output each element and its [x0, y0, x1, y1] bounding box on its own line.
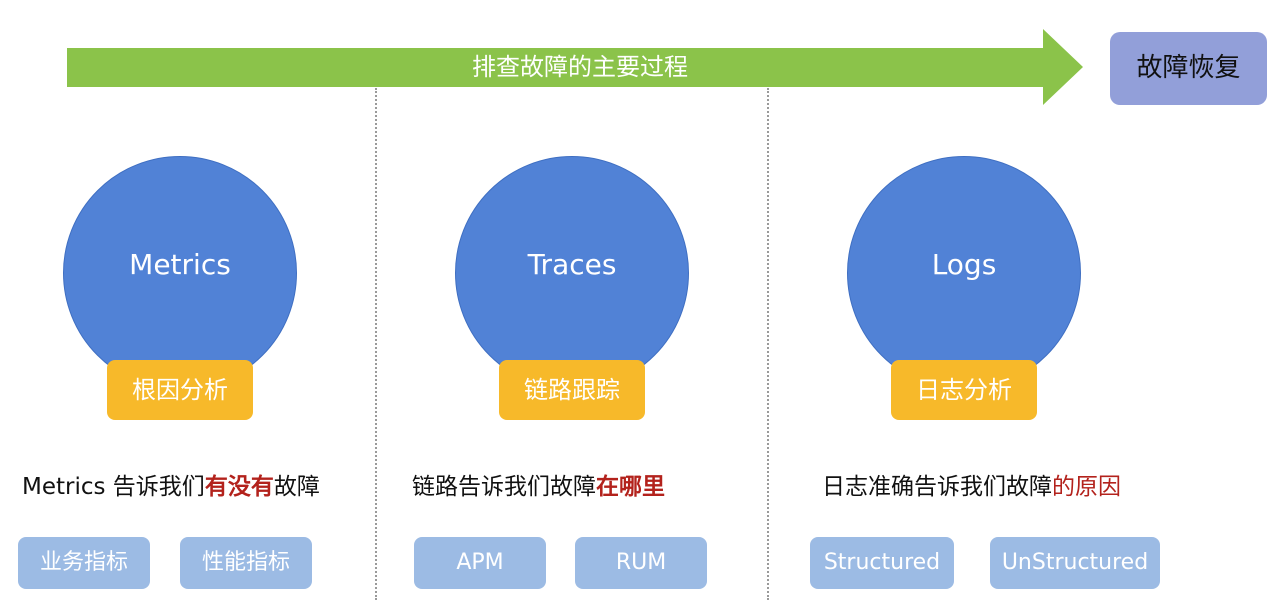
column-divider-1 — [375, 88, 377, 600]
metrics-caption-suffix: 故障 — [273, 474, 320, 500]
logs-circle-label: Logs — [931, 247, 997, 281]
traces-caption: 链路告诉我们故障在哪里 — [412, 470, 665, 504]
unstructured-pill: UnStructured — [990, 537, 1160, 589]
process-arrow-shape — [67, 29, 1083, 105]
logs-caption-emphasis: 的原因 — [1052, 474, 1121, 500]
fault-recovery-box: 故障恢复 — [1110, 32, 1267, 105]
trace-tracking-tag: 链路跟踪 — [499, 360, 645, 420]
logs-caption: 日志准确告诉我们故障的原因 — [822, 470, 1121, 504]
traces-circle: Traces — [455, 156, 689, 390]
traces-circle-label: Traces — [527, 247, 617, 281]
traces-caption-prefix: 链路告诉我们故障 — [412, 474, 596, 500]
log-analysis-tag: 日志分析 — [891, 360, 1037, 420]
metrics-circle-label: Metrics — [129, 247, 231, 281]
metrics-caption-prefix: Metrics 告诉我们 — [22, 474, 205, 500]
column-divider-2 — [767, 88, 769, 600]
traces-caption-emphasis: 在哪里 — [596, 474, 665, 500]
rum-pill: RUM — [575, 537, 707, 589]
structured-pill: Structured — [810, 537, 954, 589]
performance-metrics-pill: 性能指标 — [180, 537, 312, 589]
metrics-caption: Metrics 告诉我们有没有故障 — [22, 470, 320, 504]
process-arrow-label: 排查故障的主要过程 — [472, 53, 688, 81]
root-cause-analysis-tag: 根因分析 — [107, 360, 253, 420]
apm-pill: APM — [414, 537, 546, 589]
logs-circle: Logs — [847, 156, 1081, 390]
logs-caption-prefix: 日志准确告诉我们故障 — [822, 474, 1052, 500]
business-metrics-pill: 业务指标 — [18, 537, 150, 589]
metrics-circle: Metrics — [63, 156, 297, 390]
metrics-caption-emphasis: 有没有 — [204, 474, 274, 500]
